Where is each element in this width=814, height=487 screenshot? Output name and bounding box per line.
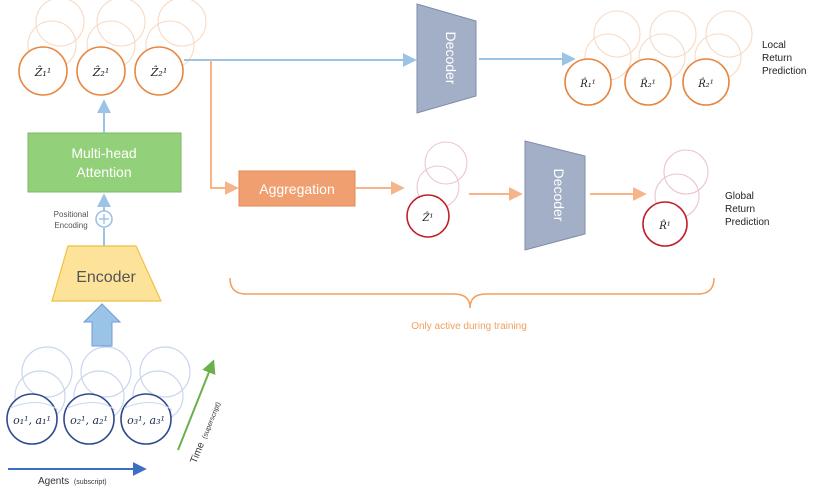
encoder-label: Encoder: [76, 269, 136, 286]
training-note: Only active during training: [411, 321, 527, 332]
global-return-title-2: Return: [725, 204, 755, 215]
time-axis-arrow: [177, 359, 216, 451]
local-return-title-3: Prediction: [762, 66, 806, 77]
local-return-label-2: R̂₂¹: [639, 78, 656, 90]
aggregation-label: Aggregation: [259, 181, 335, 197]
decoder-bottom-block: [524, 140, 586, 251]
latent-circle-1: [18, 46, 68, 96]
agents-axis-label: Agents (subscript): [38, 476, 107, 487]
global-return-circle: [642, 201, 688, 247]
decoder-top-block: [416, 3, 477, 114]
local-return-label-3: R̂₂¹: [697, 78, 714, 90]
global-latent-circle: [406, 194, 450, 238]
decoder-top-label: Decoder: [443, 32, 459, 85]
local-return-circle-3: [682, 58, 730, 106]
local-return-label-1: R̂₁¹: [579, 78, 596, 90]
global-return-title-3: Prediction: [725, 217, 769, 228]
attention-block: [27, 132, 182, 193]
input-circles: [6, 393, 172, 445]
input-circle-3: [120, 393, 172, 445]
latent-circles: [18, 46, 184, 96]
latent-ghost-circles: [27, 0, 207, 70]
latent-circle-2: [76, 46, 126, 96]
latent-label-2: Ẑ₂¹: [92, 65, 109, 79]
input-circle-ghost-lines: [9, 402, 173, 411]
global-latent-label: Ẑ¹: [422, 212, 434, 224]
input-label-1: o₁¹, a₁¹: [13, 414, 51, 427]
training-brace: [229, 277, 715, 309]
local-return-circle-1: [564, 58, 612, 106]
input-circle-1: [6, 393, 58, 445]
latents-to-aggregation-arrow: [210, 60, 239, 195]
input-circle-2: [63, 393, 115, 445]
latent-label-1: Ẑ₁¹: [34, 65, 51, 79]
aggregation-block: [238, 170, 356, 207]
input-label-2: o₂¹, a₂¹: [70, 414, 108, 427]
local-return-circles: [564, 58, 730, 106]
positional-encoding-label-2: Encoding: [54, 221, 87, 230]
decoder-bottom-label: Decoder: [551, 169, 567, 222]
local-return-title-2: Return: [762, 53, 792, 64]
encoder-block: [51, 245, 162, 302]
attention-label-2: Attention: [76, 164, 131, 180]
input-label-3: o₃¹, a₃¹: [127, 414, 165, 427]
input-to-encoder-arrow: [82, 303, 122, 347]
local-return-circle-2: [624, 58, 672, 106]
latent-label-3: Ẑ₂¹: [150, 65, 167, 79]
local-return-title-1: Local: [762, 40, 786, 51]
local-return-ghost-circles: [584, 10, 753, 81]
latent-circle-3: [134, 46, 184, 96]
global-return-label: R̂¹: [658, 220, 671, 232]
attention-label-1: Multi-head: [71, 145, 136, 161]
global-return-title-1: Global: [725, 191, 754, 202]
positional-encoding-label-1: Positional: [54, 210, 89, 219]
